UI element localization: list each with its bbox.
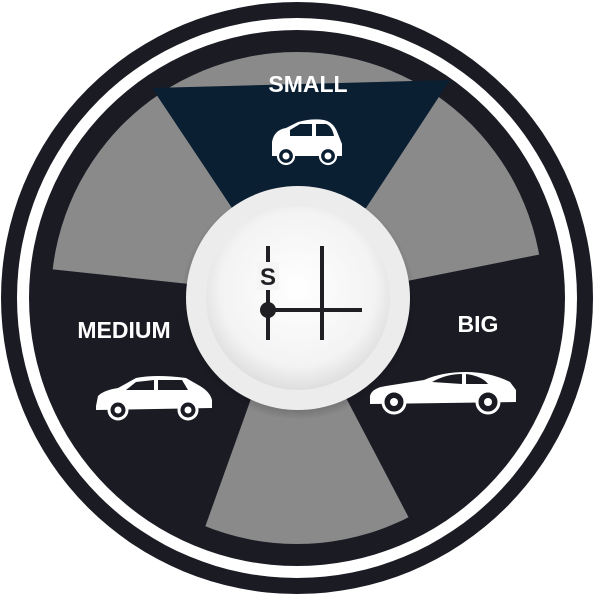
sports-car-icon xyxy=(370,372,516,415)
segment-small-label: SMALL xyxy=(268,71,347,97)
hub-letter-bg xyxy=(257,262,279,290)
gear-shift-icon xyxy=(260,246,362,340)
hatchback-icon xyxy=(96,376,212,421)
hub-letter: S xyxy=(260,264,276,291)
segment-small[interactable]: SMALL xyxy=(152,71,450,208)
segment-big-label: BIG xyxy=(458,311,499,337)
city-car-icon xyxy=(272,119,342,166)
hub-inner xyxy=(206,206,390,390)
segment-medium-label: MEDIUM xyxy=(77,317,170,343)
gear-shift-hub[interactable]: S xyxy=(180,184,416,420)
